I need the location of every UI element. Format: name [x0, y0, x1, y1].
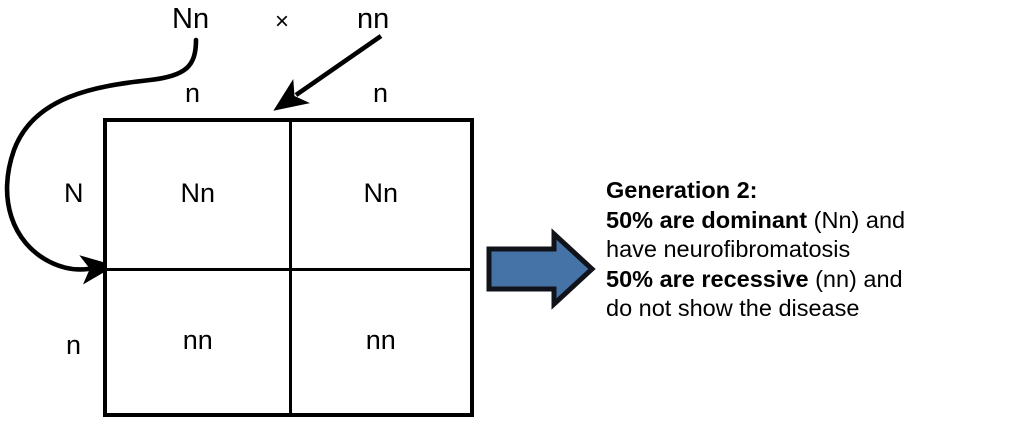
punnett-square-grid: Nn Nn nn nn: [103, 118, 474, 417]
punnett-cell-r0c0: Nn: [107, 122, 289, 268]
result-line-2-plain: have neurofibromatosis: [606, 236, 851, 262]
parent-one-genotype: Nn: [172, 3, 210, 35]
row-gamete-label-1: n: [66, 330, 82, 360]
parent-two-genotype: nn: [357, 3, 390, 35]
result-heading-line: Generation 2:: [606, 176, 1024, 206]
result-line-1: 50% are dominant (Nn) and: [606, 206, 1024, 236]
result-line-4: do not show the disease: [606, 294, 1024, 324]
result-line-4-plain: do not show the disease: [606, 295, 860, 321]
result-line-1-bold: 50% are dominant: [606, 206, 808, 233]
row-gamete-label-0: N: [64, 178, 84, 208]
punnett-cell-genotype: nn: [182, 325, 213, 356]
punnett-cell-r0c1: Nn: [288, 122, 471, 268]
result-block-arrow: [486, 228, 596, 310]
result-line-1-plain: (Nn) and: [807, 206, 906, 233]
punnett-cell-r1c1: nn: [288, 267, 470, 413]
diagonal-arrow-parent-to-column-gametes: [273, 34, 383, 111]
punnett-cell-genotype: Nn: [180, 178, 215, 209]
result-text-block: Generation 2: 50% are dominant (Nn) and …: [606, 176, 1024, 324]
punnett-cell-genotype: Nn: [363, 178, 398, 209]
punnett-cell-r1c0: nn: [107, 267, 289, 414]
column-gamete-label-1: n: [373, 78, 389, 108]
result-line-3-bold: 50% are recessive: [606, 265, 809, 292]
result-line-2: have neurofibromatosis: [606, 235, 1024, 265]
result-line-3: 50% are recessive (nn) and: [606, 265, 1024, 295]
result-heading: Generation 2:: [606, 177, 758, 203]
cross-symbol: ×: [275, 8, 290, 35]
column-gamete-label-0: n: [185, 78, 201, 108]
punnett-cell-genotype: nn: [365, 325, 396, 356]
result-line-3-plain: (nn) and: [808, 265, 903, 292]
